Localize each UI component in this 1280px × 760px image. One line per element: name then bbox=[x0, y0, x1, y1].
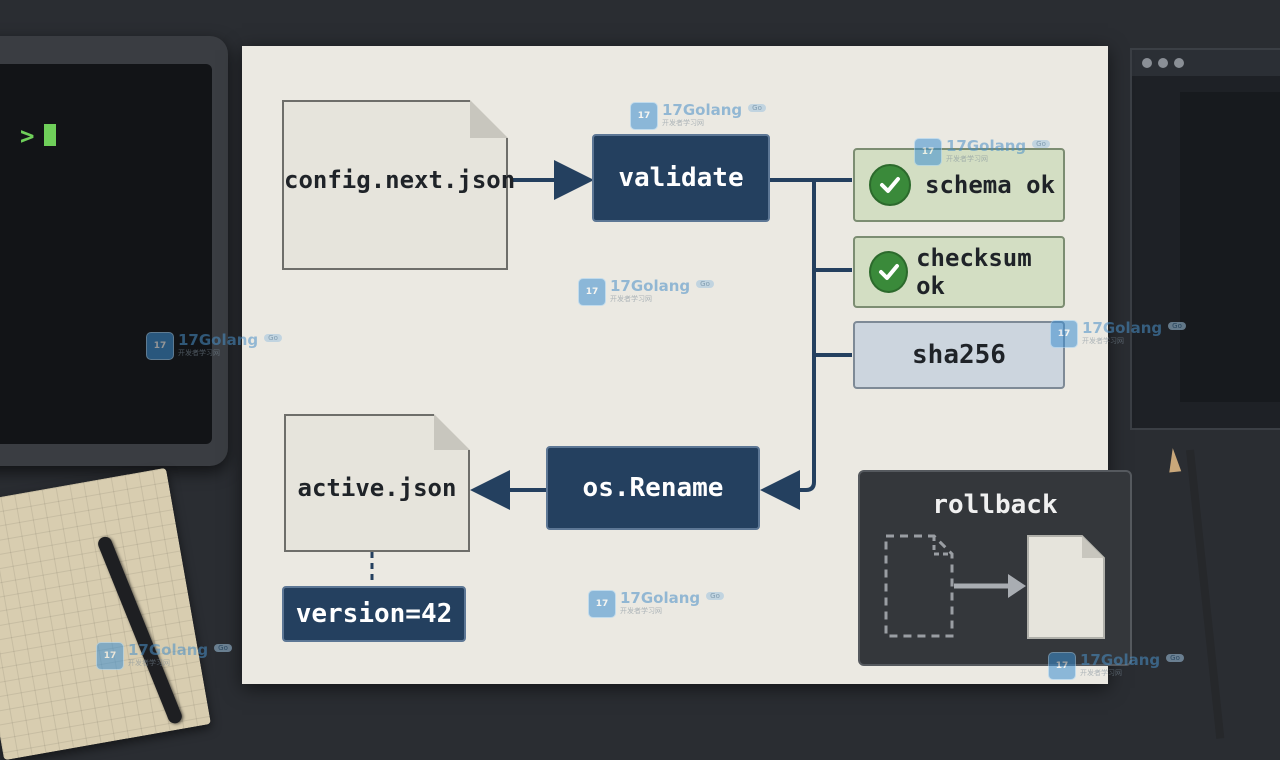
checksum-check-node: checksum ok bbox=[853, 236, 1065, 308]
monitor-titlebar bbox=[1132, 50, 1280, 76]
active-file-node: active.json bbox=[284, 414, 470, 552]
watermark-logo-icon: 17 bbox=[630, 102, 658, 130]
arrow-left-icon bbox=[760, 470, 816, 510]
document-icon bbox=[470, 100, 508, 138]
rename-node: os.Rename bbox=[546, 446, 760, 530]
schema-check-node: schema ok bbox=[853, 148, 1065, 222]
validate-label: validate bbox=[618, 163, 744, 193]
window-dot-icon bbox=[1158, 58, 1168, 68]
window-dot-icon bbox=[1142, 58, 1152, 68]
rollback-illustration bbox=[884, 534, 1105, 639]
config-file-label: config.next.json bbox=[284, 166, 516, 194]
sha256-node: sha256 bbox=[853, 321, 1065, 389]
watermark-logo-icon: 17 bbox=[1050, 320, 1078, 348]
config-file-node: config.next.json bbox=[282, 100, 516, 270]
dashed-document-icon bbox=[884, 534, 954, 638]
watermark-logo-icon: 17 bbox=[1048, 652, 1076, 680]
active-file-label: active.json bbox=[297, 474, 457, 502]
watermark-logo-icon: 17 bbox=[914, 138, 942, 166]
validate-node: validate bbox=[592, 134, 770, 222]
monitor-panel bbox=[1180, 92, 1280, 402]
sha256-label: sha256 bbox=[912, 340, 1006, 370]
watermark-logo-icon: 17 bbox=[588, 590, 616, 618]
version-node: version=42 bbox=[282, 586, 466, 642]
rollback-label: rollback bbox=[932, 490, 1058, 520]
rename-label: os.Rename bbox=[582, 473, 724, 503]
version-label: version=42 bbox=[295, 599, 453, 629]
document-icon bbox=[1027, 535, 1105, 639]
watermark-logo-icon: 17 bbox=[578, 278, 606, 306]
schema-check-label: schema ok bbox=[925, 171, 1056, 199]
document-icon bbox=[434, 414, 470, 450]
window-dot-icon bbox=[1174, 58, 1184, 68]
watermark-logo-icon: 17 bbox=[96, 642, 124, 670]
connector-lines bbox=[370, 160, 852, 584]
terminal-prompt: > bbox=[20, 122, 35, 150]
terminal-screen bbox=[0, 64, 212, 444]
watermark-logo-icon: 17 bbox=[146, 332, 174, 360]
checksum-check-label: checksum ok bbox=[916, 244, 1032, 300]
terminal-cursor bbox=[44, 124, 56, 146]
check-icon bbox=[869, 251, 909, 293]
check-icon bbox=[869, 164, 911, 206]
